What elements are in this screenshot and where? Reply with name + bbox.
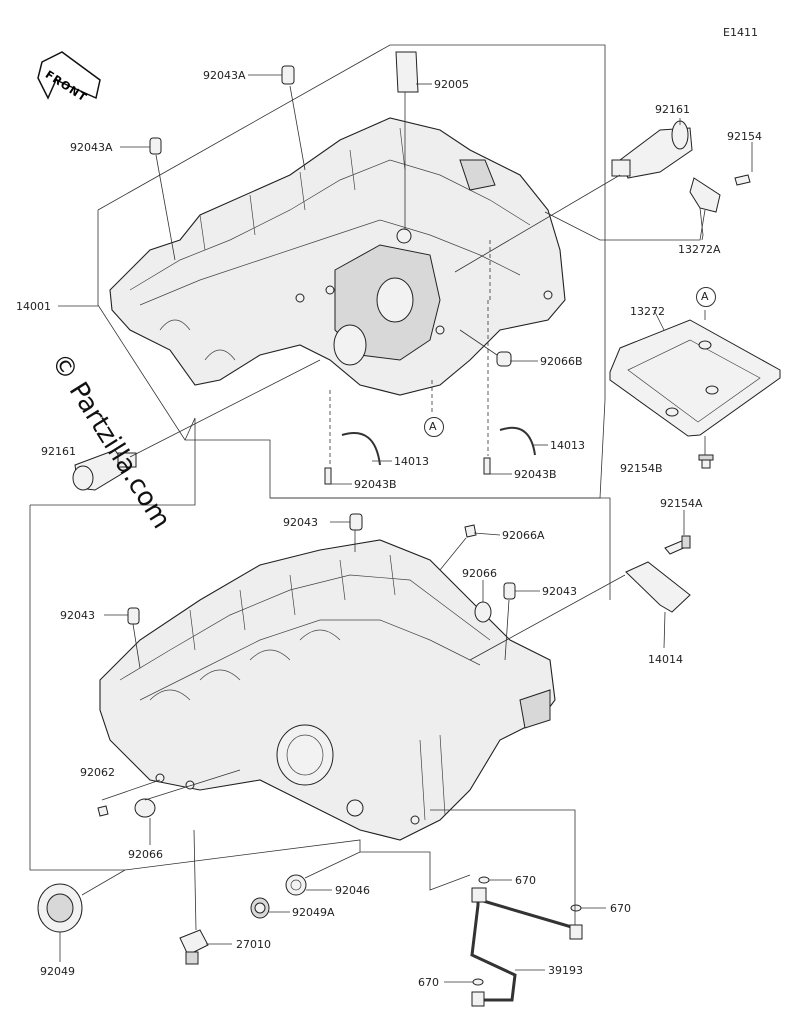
label-92043-top: 92043 — [283, 516, 318, 529]
bolt-92154B — [698, 454, 714, 469]
label-670-b: 670 — [610, 902, 631, 915]
label-14013-right: 14013 — [550, 439, 585, 452]
label-27010: 27010 — [236, 938, 271, 951]
plate-13272A — [689, 174, 751, 213]
label-92062: 92062 — [80, 766, 115, 779]
callout-a-lower: A — [424, 417, 444, 437]
bolt-92154A — [664, 535, 691, 555]
label-92154B: 92154B — [620, 462, 663, 475]
plate-13272 — [609, 319, 781, 437]
plug-92161-top — [611, 120, 693, 179]
label-92161-top: 92161 — [655, 103, 690, 116]
label-14013-left: 14013 — [394, 455, 429, 468]
lower-crankcase — [99, 539, 556, 841]
bearing-92046 — [285, 874, 307, 896]
dowel-92043-top — [349, 513, 363, 531]
dowel-92043B-right — [483, 457, 491, 475]
dowel-pin-92043A-left — [149, 137, 162, 155]
o-ring-670-b — [570, 904, 582, 912]
label-92046: 92046 — [335, 884, 370, 897]
callout-a-upper-text: A — [701, 290, 709, 303]
label-92005: 92005 — [434, 78, 469, 91]
lower-case-frame — [29, 505, 471, 891]
dowel-92043-left — [127, 607, 140, 625]
label-14001: 14001 — [16, 300, 51, 313]
label-92049A: 92049A — [292, 906, 335, 919]
bearing-insert-14013-right — [499, 426, 536, 456]
o-ring-670-a — [478, 876, 490, 884]
label-92161-left: 92161 — [41, 445, 76, 458]
label-92043-left: 92043 — [60, 609, 95, 622]
callout-a-upper: A — [696, 287, 716, 307]
plug-92066A — [464, 524, 477, 538]
pipe-92005 — [395, 51, 419, 93]
label-92043B-right: 92043B — [514, 468, 557, 481]
label-92066-right: 92066 — [462, 567, 497, 580]
upper-crankcase — [109, 117, 566, 396]
label-670-c: 670 — [418, 976, 439, 989]
label-39193: 39193 — [548, 964, 583, 977]
label-92066B: 92066B — [540, 355, 583, 368]
label-92066-left: 92066 — [128, 848, 163, 861]
dowel-pin-92043A-top — [281, 65, 295, 85]
label-92043B-left: 92043B — [354, 478, 397, 491]
label-14014: 14014 — [648, 653, 683, 666]
dowel-92043B-left — [324, 467, 332, 485]
label-92043A-left: 92043A — [70, 141, 113, 154]
callout-a-lower-text: A — [429, 420, 437, 433]
label-92043-right: 92043 — [542, 585, 577, 598]
dowel-92043-right — [503, 582, 516, 600]
label-92154A: 92154A — [660, 497, 703, 510]
plug-92161-left — [72, 449, 137, 491]
label-92066A: 92066A — [502, 529, 545, 542]
o-ring-670-c — [472, 978, 484, 986]
label-92043A-top: 92043A — [203, 69, 246, 82]
switch-27010 — [179, 929, 209, 965]
bearing-insert-14013-left — [341, 432, 381, 466]
seal-92049A — [250, 897, 270, 919]
label-92049: 92049 — [40, 965, 75, 978]
plug-92066-left — [134, 798, 156, 818]
plug-92066-right — [474, 601, 492, 623]
label-13272A: 13272A — [678, 243, 721, 256]
label-92154-top: 92154 — [727, 130, 762, 143]
plug-92066B — [496, 351, 512, 367]
label-13272: 13272 — [630, 305, 665, 318]
plug-92062 — [97, 805, 109, 817]
oil-pipe-39193 — [470, 887, 583, 1007]
bracket-14014 — [625, 561, 691, 613]
front-arrow-icon — [37, 51, 101, 100]
label-670-a: 670 — [515, 874, 536, 887]
diagram-code: E1411 — [723, 26, 758, 39]
